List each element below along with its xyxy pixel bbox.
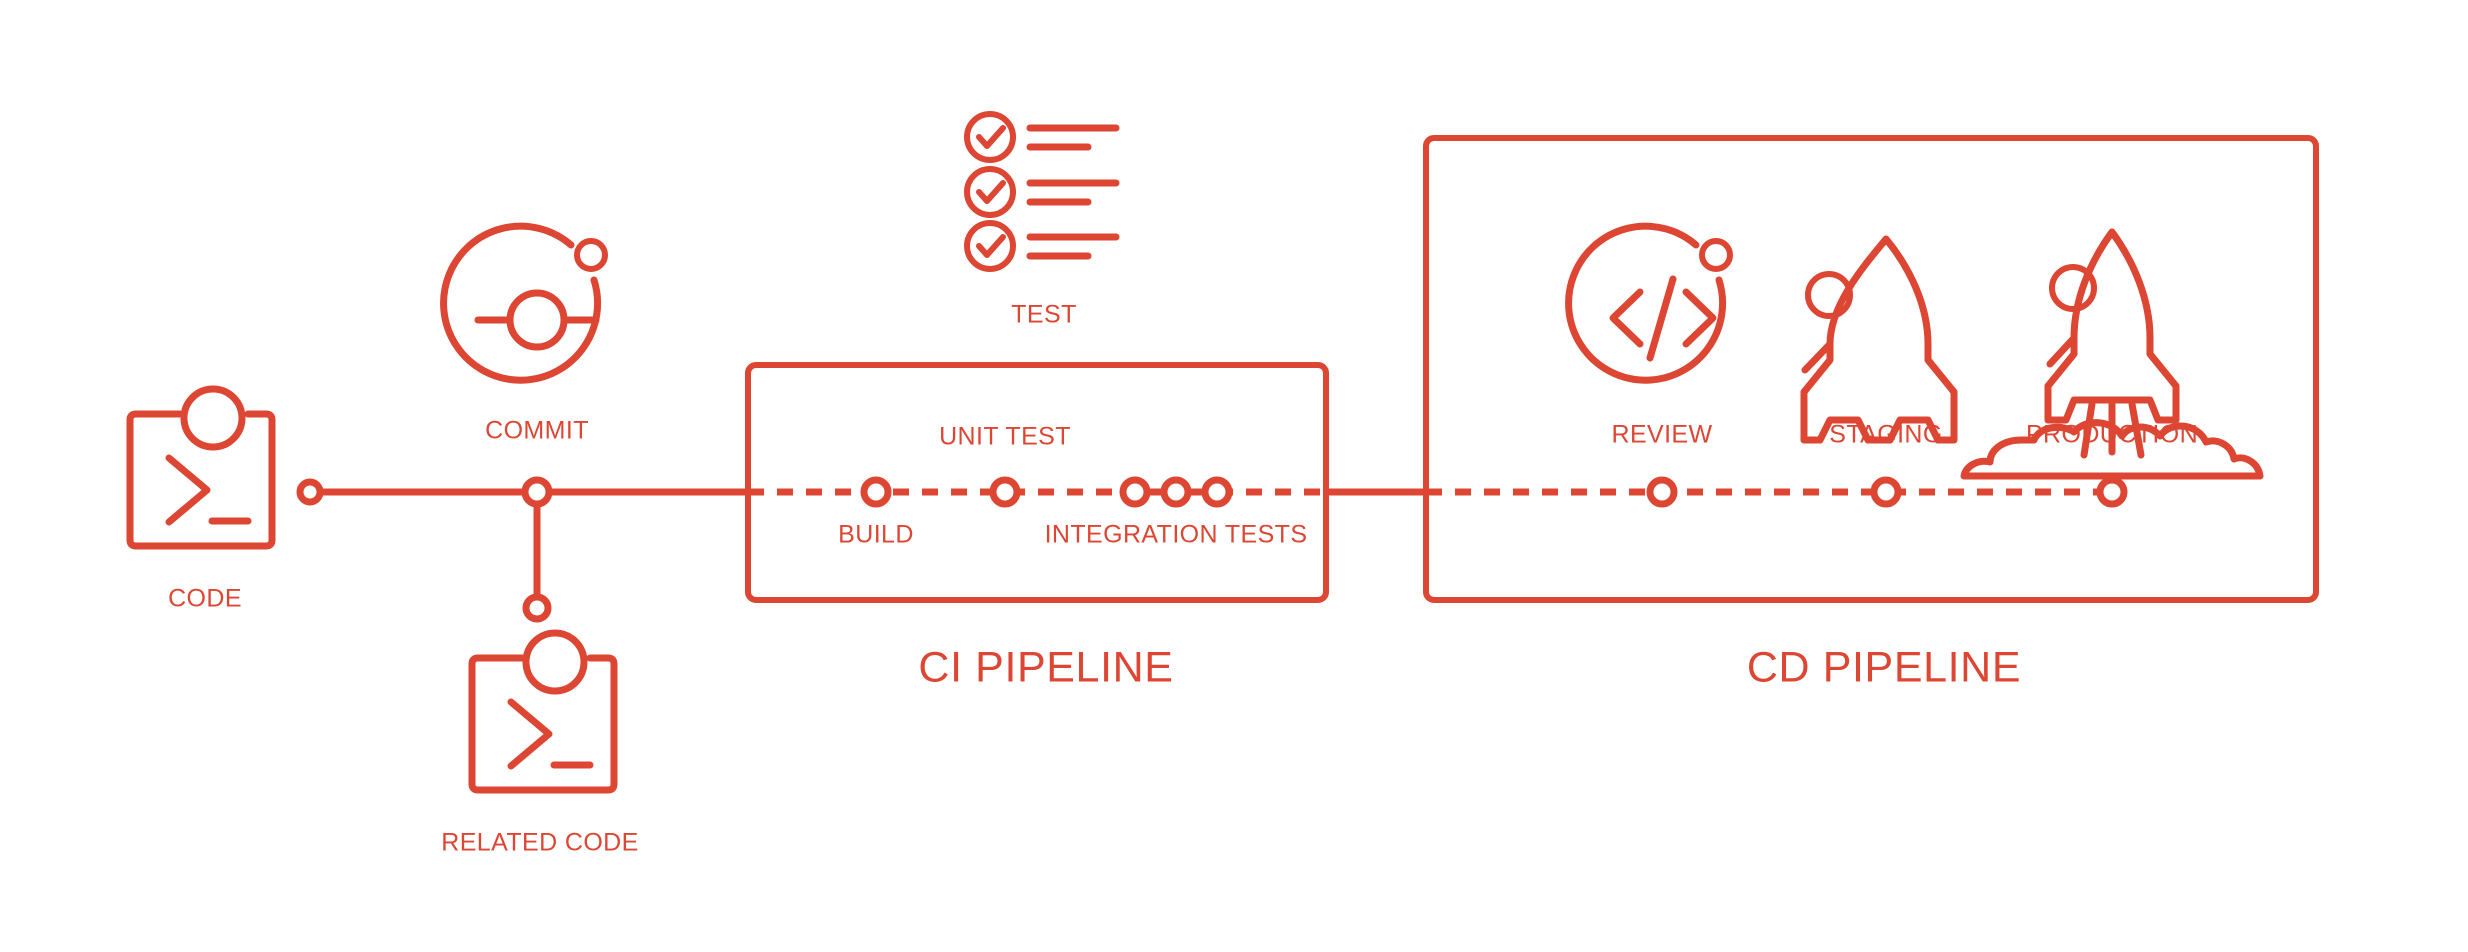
- check-mark-icon-3: [976, 234, 1006, 258]
- related-code-icon-badge-circle: [522, 629, 588, 695]
- rocket-launch-icon: [2044, 228, 2180, 424]
- rocket-fin-left: [1801, 340, 1834, 374]
- related-code-label: RELATED CODE: [441, 829, 638, 857]
- commit-node[interactable]: [521, 476, 553, 508]
- integration-tests-label: INTEGRATION TESTS: [1045, 521, 1308, 549]
- review-right-angle-icon: [1682, 288, 1717, 348]
- check-circle-icon-3: [964, 220, 1016, 272]
- review-slash-icon: [1646, 275, 1677, 362]
- integration-test-node-1[interactable]: [1119, 476, 1151, 508]
- staging-icon-group: [1800, 235, 1958, 444]
- cd-pipeline-title: CD PIPELINE: [1747, 643, 2021, 691]
- production-label: PRODUCTION: [2026, 421, 2198, 449]
- production-node[interactable]: [2096, 476, 2128, 508]
- code-label: CODE: [168, 585, 242, 613]
- build-node[interactable]: [860, 476, 892, 508]
- unit-test-label: UNIT TEST: [939, 423, 1071, 451]
- check-circle-icon-2: [964, 166, 1016, 218]
- review-node[interactable]: [1646, 476, 1678, 508]
- rocket-fin-left: [2046, 334, 2078, 368]
- review-icon-group: [1565, 222, 1733, 384]
- related-code-icon-group: [468, 629, 618, 794]
- test-checklist-icon-group: [964, 111, 1120, 272]
- integration-test-node-2[interactable]: [1160, 476, 1192, 508]
- cd-pipeline-box: [1423, 135, 2319, 603]
- ci-pipeline-box: [745, 362, 1329, 603]
- related-code-icon-chevron: [507, 698, 553, 770]
- rocket-porthole-icon: [2049, 264, 2097, 312]
- commit-label: COMMIT: [485, 417, 589, 445]
- check-circle-icon-1: [964, 111, 1016, 163]
- terminal-code-icon: [468, 654, 618, 794]
- review-left-angle-icon: [1609, 288, 1644, 348]
- check-mark-icon-2: [976, 180, 1006, 204]
- code-node[interactable]: [296, 478, 324, 506]
- code-icon-group: [126, 385, 276, 550]
- integration-test-node-3[interactable]: [1201, 476, 1233, 508]
- production-icon-group: [1960, 228, 2264, 480]
- rocket-porthole-icon: [1805, 271, 1853, 319]
- related-code-node[interactable]: [522, 593, 552, 623]
- code-brackets-circle-icon: [1565, 222, 1727, 384]
- commit-orbit-icon: [440, 222, 602, 384]
- test-label: TEST: [1011, 301, 1077, 329]
- rocket-icon: [1800, 235, 1958, 444]
- review-orbit-node-icon: [1699, 238, 1733, 272]
- check-mark-icon-1: [976, 125, 1006, 149]
- rocket-exhaust-left: [2080, 400, 2096, 459]
- commit-icon-group: [440, 222, 608, 384]
- terminal-code-icon: [126, 410, 276, 550]
- review-label: REVIEW: [1611, 421, 1712, 449]
- code-icon-chevron: [165, 454, 211, 526]
- code-icon-badge-circle: [180, 385, 246, 451]
- launch-smoke-cloud-icon: [1960, 419, 2264, 480]
- ci-pipeline-title: CI PIPELINE: [918, 643, 1173, 691]
- commit-inner-circle-icon: [506, 289, 568, 351]
- staging-node[interactable]: [1870, 476, 1902, 508]
- commit-orbit-node-icon: [574, 238, 608, 272]
- staging-label: STAGING: [1829, 421, 1942, 449]
- unit-test-node[interactable]: [989, 476, 1021, 508]
- build-label: BUILD: [838, 521, 914, 549]
